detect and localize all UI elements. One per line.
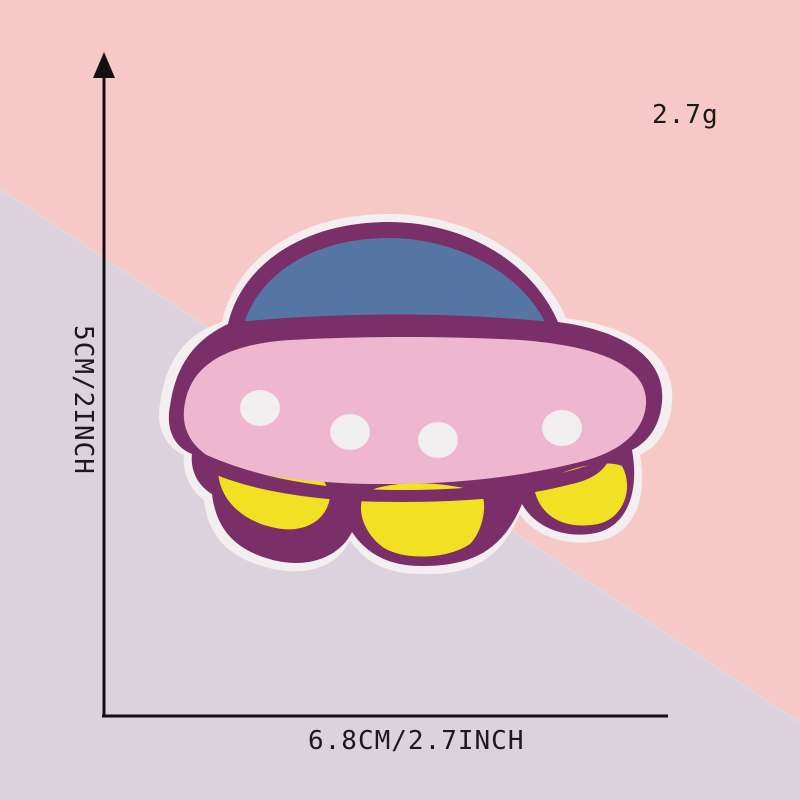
weight-label: 2.7g bbox=[652, 100, 719, 130]
dome bbox=[244, 238, 546, 324]
ufo-patch bbox=[159, 214, 673, 575]
porthole-2 bbox=[330, 414, 370, 450]
height-arrow-head bbox=[93, 52, 115, 78]
porthole-1 bbox=[240, 390, 280, 426]
width-dimension-label: 6.8CM/2.7INCH bbox=[308, 726, 525, 756]
saucer-body bbox=[183, 337, 647, 484]
height-dimension-label: 5CM/2INCH bbox=[68, 325, 98, 475]
porthole-3 bbox=[418, 422, 458, 458]
porthole-4 bbox=[542, 410, 582, 446]
saucer-rim bbox=[200, 452, 610, 502]
dome-band bbox=[234, 314, 556, 338]
